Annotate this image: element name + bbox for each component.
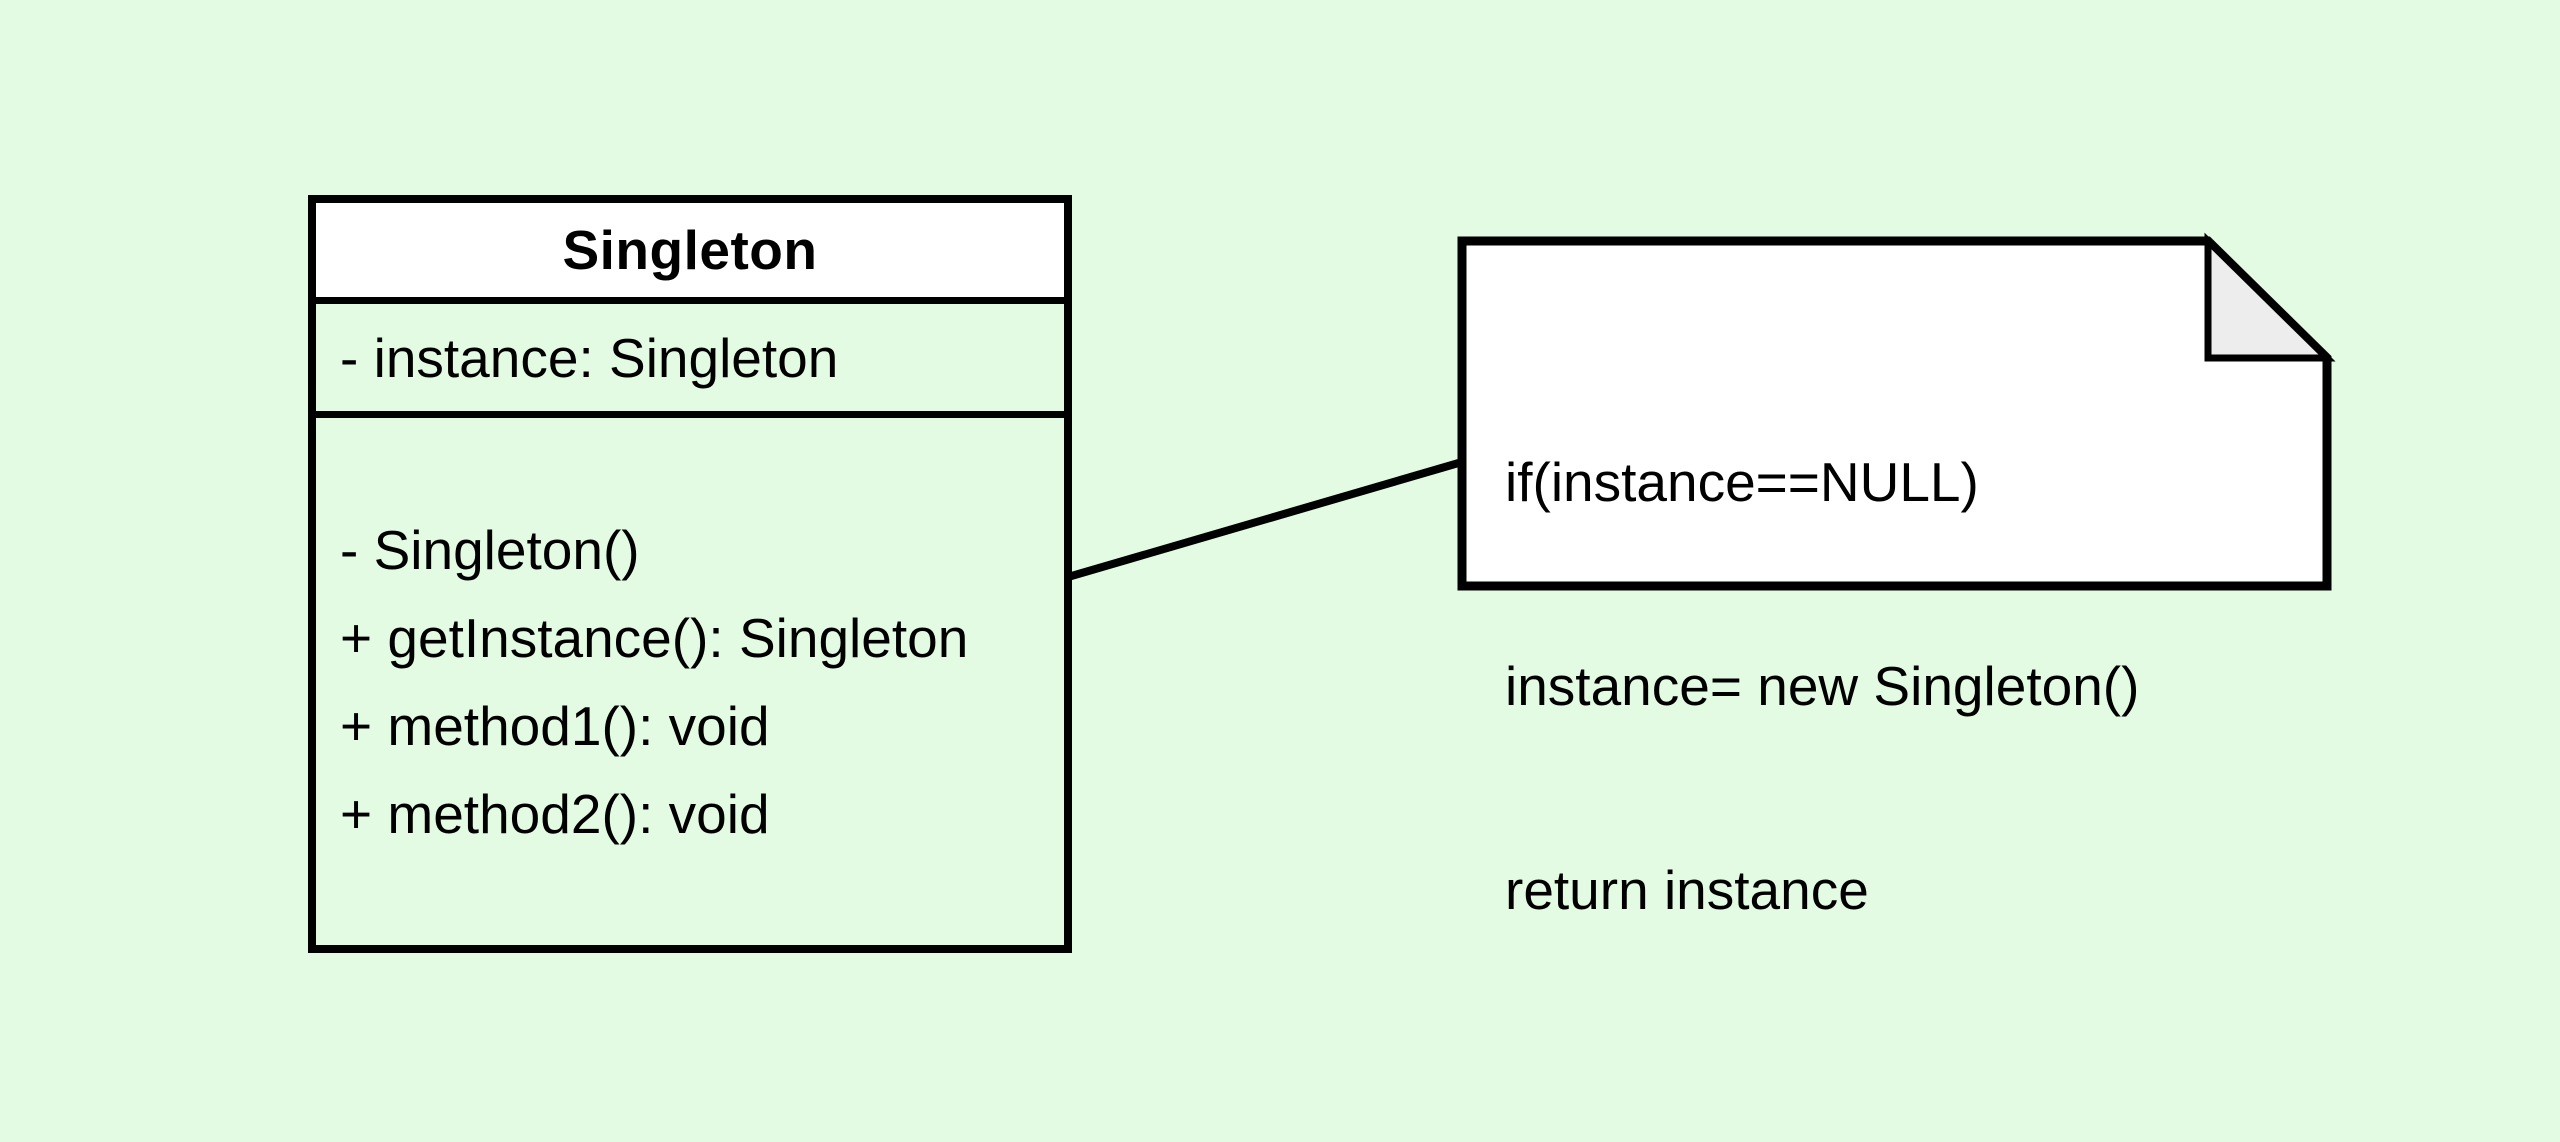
class-name: Singleton xyxy=(562,219,818,281)
class-method: + method1(): void xyxy=(340,695,770,757)
note-fold-corner xyxy=(2204,232,2336,362)
note-shape[interactable] xyxy=(1457,236,2332,591)
class-methods-compartment: - Singleton() + getInstance(): Singleton… xyxy=(316,418,1064,945)
class-method: - Singleton() xyxy=(340,519,640,581)
uml-class-node-singleton[interactable]: Singleton - instance: Singleton - Single… xyxy=(308,195,1072,953)
class-attribute: - instance: Singleton xyxy=(340,326,839,389)
class-method: + method2(): void xyxy=(340,783,770,845)
note-line: instance= new Singleton() xyxy=(1505,655,2140,717)
class-attributes-compartment: - instance: Singleton xyxy=(316,304,1064,418)
class-method: + getInstance(): Singleton xyxy=(340,607,969,669)
note-connector-line[interactable] xyxy=(1066,458,1464,581)
uml-note-text: if(instance==NULL) instance= new Singlet… xyxy=(1505,312,2139,1060)
note-line: return instance xyxy=(1505,859,1869,921)
note-line: if(instance==NULL) xyxy=(1505,451,1979,513)
class-title-compartment: Singleton xyxy=(316,203,1064,304)
